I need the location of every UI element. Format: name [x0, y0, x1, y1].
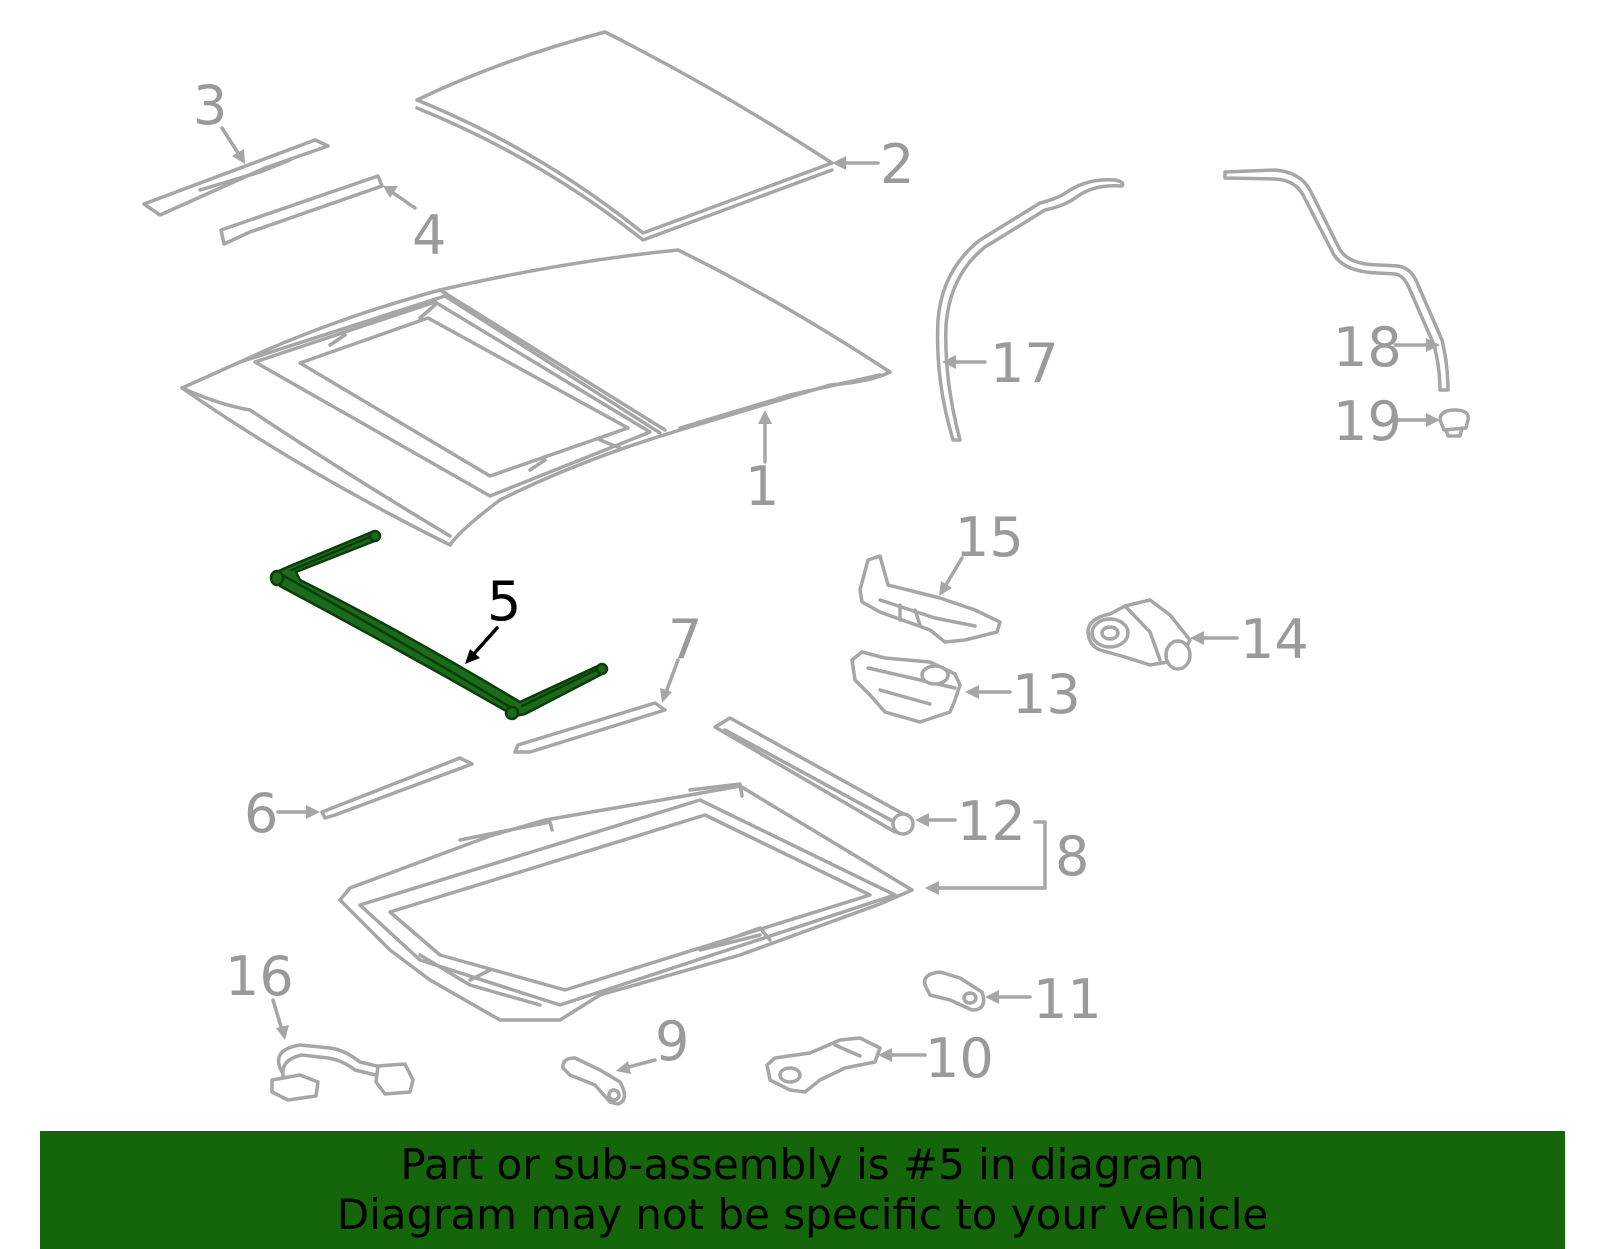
- callout-1[interactable]: 1: [745, 455, 779, 518]
- part-9-guide[interactable]: [561, 1056, 627, 1106]
- callout-18[interactable]: 18: [1333, 316, 1402, 379]
- callout-2[interactable]: 2: [880, 133, 914, 196]
- part-18-drain-hose[interactable]: [1223, 168, 1450, 392]
- callout-19[interactable]: 19: [1333, 390, 1402, 453]
- callout-14[interactable]: 14: [1240, 608, 1309, 671]
- callout-3[interactable]: 3: [193, 74, 227, 137]
- callout-10[interactable]: 10: [925, 1027, 994, 1090]
- callout-5[interactable]: 5: [487, 570, 521, 633]
- part-16-wire-harness[interactable]: [270, 1043, 415, 1102]
- part-8-sunroof-housing[interactable]: [338, 782, 914, 1022]
- part-19-clip[interactable]: [1438, 408, 1470, 438]
- part-13-module[interactable]: [850, 650, 962, 724]
- part-15-bracket[interactable]: [858, 554, 1002, 644]
- part-11-guide[interactable]: [922, 970, 986, 1012]
- banner-part-note: Part or sub-assembly is #5 in diagram: [400, 1140, 1205, 1189]
- part-5-sunroof-rail[interactable]: [269, 529, 609, 721]
- callout-16[interactable]: 16: [225, 945, 294, 1008]
- callout-17[interactable]: 17: [990, 332, 1059, 395]
- part-2-roof-glass[interactable]: [415, 30, 834, 242]
- part-7-trim-strip[interactable]: [513, 701, 667, 754]
- part-10-link-bracket[interactable]: [765, 1036, 882, 1094]
- callout-9[interactable]: 9: [655, 1010, 689, 1073]
- callout-11[interactable]: 11: [1033, 968, 1102, 1031]
- callout-6[interactable]: 6: [244, 782, 278, 845]
- callout-15[interactable]: 15: [955, 506, 1024, 569]
- callout-13[interactable]: 13: [1012, 663, 1081, 726]
- part-3-trim-strip[interactable]: [142, 138, 330, 217]
- part-12-deflector[interactable]: [713, 716, 915, 836]
- parts-diagram: 1 2 3 4 5 6 7 8 9 10 11 12 13 14 15 16 1…: [142, 30, 1470, 1106]
- banner-disclaimer: Diagram may not be specific to your vehi…: [336, 1190, 1269, 1239]
- part-17-seal[interactable]: [935, 177, 1125, 442]
- callout-8[interactable]: 8: [1055, 825, 1089, 888]
- part-1-roof-panel[interactable]: [180, 248, 892, 547]
- callout-7[interactable]: 7: [668, 608, 702, 671]
- callout-12[interactable]: 12: [957, 790, 1026, 853]
- part-6-trim-strip[interactable]: [320, 756, 474, 820]
- callout-4[interactable]: 4: [412, 204, 446, 267]
- leader-lines: [220, 126, 1440, 1074]
- part-14-motor[interactable]: [1086, 598, 1192, 671]
- info-banner: Part or sub-assembly is #5 in diagram Di…: [40, 1131, 1565, 1249]
- callout-labels: 1 2 3 4 5 6 7 8 9 10 11 12 13 14 15 16 1…: [193, 74, 1402, 1090]
- part-4-trim-strip[interactable]: [219, 174, 384, 246]
